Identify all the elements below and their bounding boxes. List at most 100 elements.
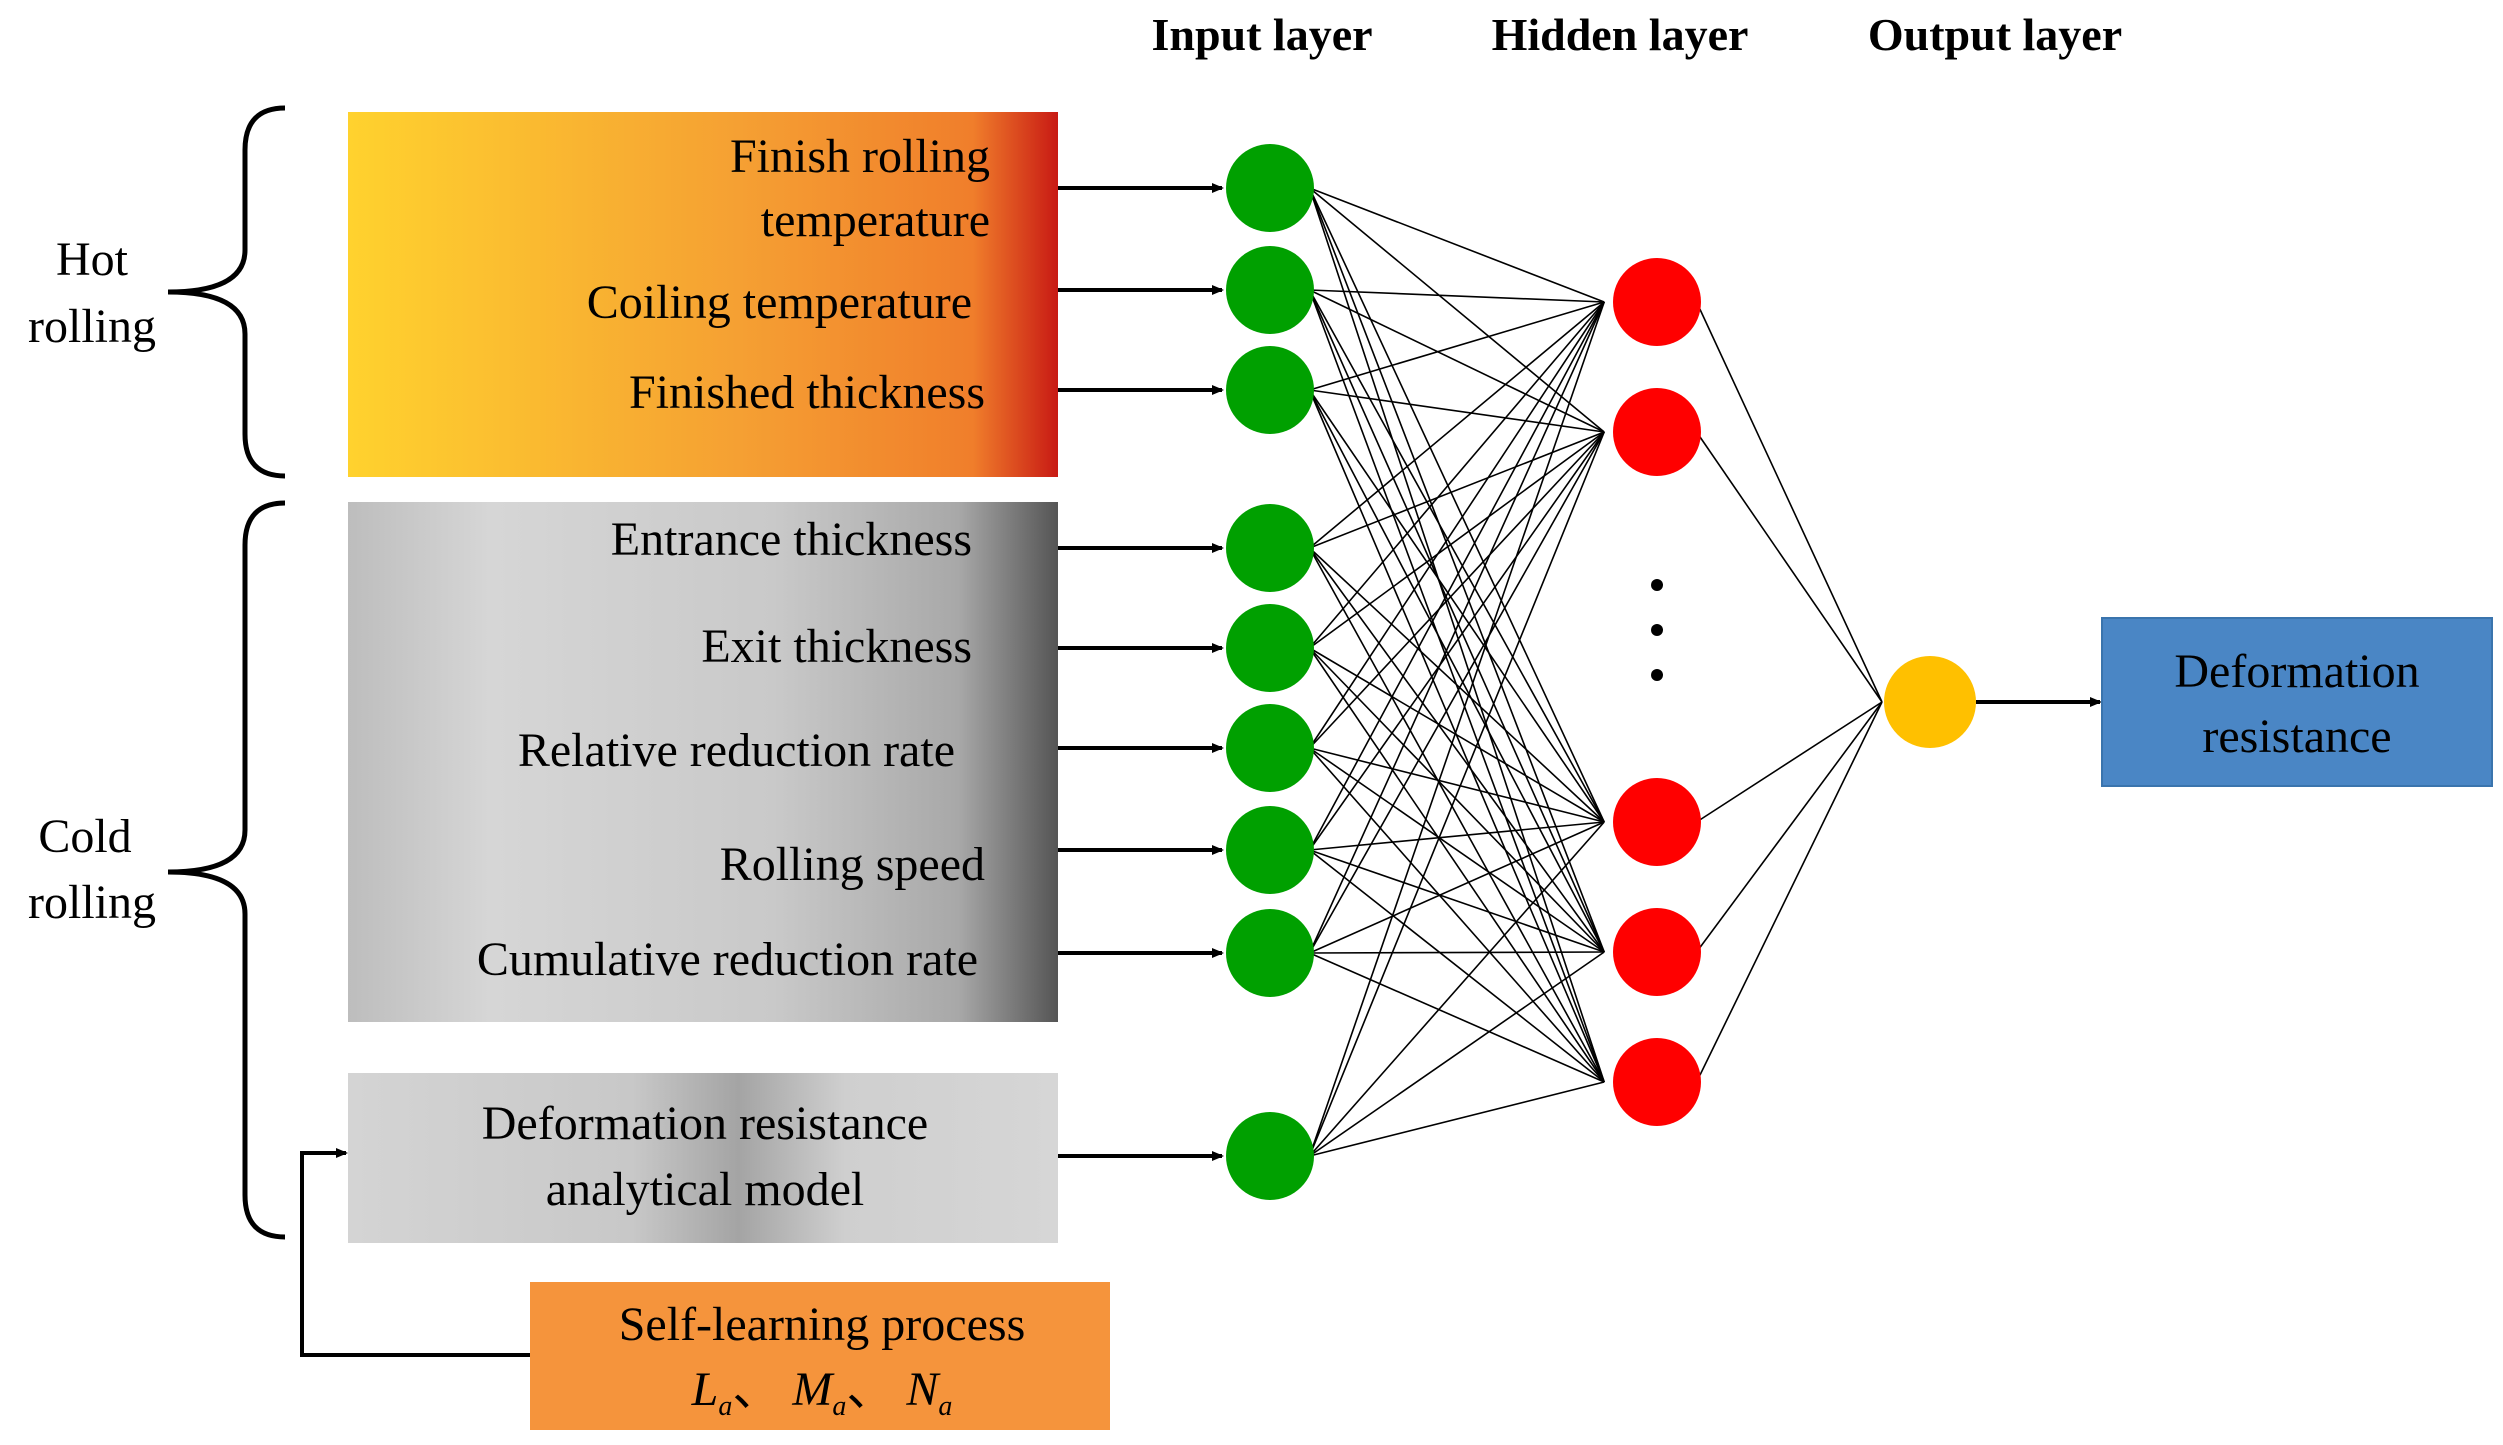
input-node [1226, 246, 1314, 334]
hot-rolling-input-box [348, 112, 1058, 477]
cold-input-rolling-speed: Rolling speed [720, 838, 985, 891]
hot-rolling-label-line2: rolling [28, 300, 156, 353]
input-hidden-edge [1308, 301, 1605, 649]
param-sep-2: 、 [846, 1363, 894, 1416]
input-hidden-edge [1308, 289, 1605, 953]
input-hidden-edge [1309, 187, 1605, 433]
hidden-node [1613, 388, 1701, 476]
cold-input-cumulative-reduction-rate: Cumulative reduction rate [477, 933, 978, 986]
input-hidden-edge [1309, 301, 1605, 391]
input-hidden-edge [1309, 647, 1605, 953]
input-hidden-edge [1309, 951, 1605, 1157]
ellipsis-dot [1651, 669, 1663, 681]
input-hidden-edge [1308, 431, 1605, 954]
output-node [1884, 656, 1976, 748]
hot-input-coiling-temperature: Coiling temperature [587, 276, 972, 329]
input-hidden-edge [1308, 389, 1605, 823]
self-learning-title: Self-learning process [619, 1298, 1026, 1351]
cold-rolling-label-line1: Cold [38, 810, 131, 863]
hidden-output-edge [1695, 701, 1883, 1083]
self-learning-params: La、Ma、Na [691, 1363, 953, 1422]
input-hidden-edge [1308, 187, 1605, 823]
input-hidden-edge [1309, 821, 1605, 954]
hidden-output-edge [1696, 701, 1883, 823]
hidden-layer-header: Hidden layer [1492, 9, 1749, 60]
hot-input-finish-rolling-line1: Finish rolling [730, 130, 990, 183]
input-hidden-edge [1309, 289, 1605, 433]
param-m: M [791, 1363, 835, 1416]
hot-input-finish-rolling-line2: temperature [761, 194, 990, 247]
input-node [1226, 704, 1314, 792]
input-hidden-edge [1308, 389, 1605, 1083]
input-hidden-edge [1308, 301, 1605, 1157]
input-hidden-edge [1309, 547, 1605, 823]
deformation-resistance-output-box [2101, 617, 2493, 787]
input-node [1226, 346, 1314, 434]
hidden-output-edge [1695, 431, 1883, 703]
input-hidden-edge [1308, 431, 1605, 851]
input-hidden-edge [1308, 301, 1605, 954]
output-box-line1: Deformation [2174, 645, 2419, 698]
hot-input-finished-thickness: Finished thickness [629, 366, 985, 419]
input-hidden-edge [1309, 301, 1605, 549]
analytical-model-box [348, 1073, 1058, 1243]
input-hidden-edge [1309, 952, 1605, 1083]
input-hidden-edge [1308, 547, 1605, 953]
param-l-sub: a [718, 1391, 732, 1422]
input-hidden-edge [1309, 821, 1605, 1157]
hot-rolling-brace [167, 105, 286, 479]
input-hidden-edge [1309, 647, 1605, 823]
input-node [1226, 909, 1314, 997]
input-hidden-edge [1308, 289, 1605, 823]
ellipsis-dot [1651, 624, 1663, 636]
hot-rolling-label-line1: Hot [56, 233, 129, 286]
output-layer-header: Output layer [1868, 9, 2122, 60]
cold-input-relative-reduction-rate: Relative reduction rate [518, 724, 955, 777]
param-l: L [691, 1363, 719, 1416]
input-hidden-edge [1309, 187, 1605, 303]
param-m-sub: a [832, 1391, 846, 1422]
input-node [1226, 1112, 1314, 1200]
input-hidden-edge [1309, 951, 1605, 954]
input-hidden-edge [1308, 431, 1605, 1157]
analytical-model-line1: Deformation resistance [482, 1097, 928, 1150]
output-box-line2: resistance [2202, 710, 2391, 763]
cold-rolling-label-line2: rolling [28, 876, 156, 929]
feedback-arrow [300, 1148, 530, 1357]
network-edges [1308, 187, 1883, 1157]
input-hidden-edge [1308, 647, 1605, 1083]
hidden-output-edge [1695, 701, 1883, 953]
hidden-node [1613, 908, 1701, 996]
input-hidden-edge [1308, 547, 1605, 1083]
input-hidden-edge [1308, 187, 1605, 1083]
cold-input-exit-thickness: Exit thickness [701, 620, 972, 673]
hidden-node [1613, 258, 1701, 346]
input-node [1226, 806, 1314, 894]
input-layer-nodes [1226, 144, 1314, 1200]
input-hidden-edge [1309, 431, 1605, 749]
hidden-output-edge [1695, 301, 1883, 703]
self-learning-box [530, 1282, 1110, 1430]
hidden-layer-nodes [1613, 258, 1701, 1126]
cold-input-entrance-thickness: Entrance thickness [611, 513, 972, 566]
hidden-ellipsis [1651, 579, 1663, 681]
input-hidden-edge [1309, 389, 1605, 433]
input-hidden-edge [1308, 187, 1605, 953]
param-n: N [905, 1363, 941, 1416]
input-hidden-edge [1309, 747, 1605, 1083]
input-hidden-edge [1309, 747, 1605, 823]
input-hidden-edge [1309, 289, 1605, 303]
ellipsis-dot [1651, 579, 1663, 591]
param-sep-1: 、 [732, 1363, 780, 1416]
input-hidden-edge [1309, 1081, 1605, 1157]
hidden-node [1613, 778, 1701, 866]
cold-rolling-brace [167, 500, 286, 1240]
param-n-sub: a [938, 1391, 952, 1422]
input-node [1226, 144, 1314, 232]
hidden-node [1613, 1038, 1701, 1126]
analytical-model-line2: analytical model [546, 1163, 865, 1216]
input-arrows [1058, 183, 1224, 1161]
input-layer-header: Input layer [1151, 9, 1372, 60]
